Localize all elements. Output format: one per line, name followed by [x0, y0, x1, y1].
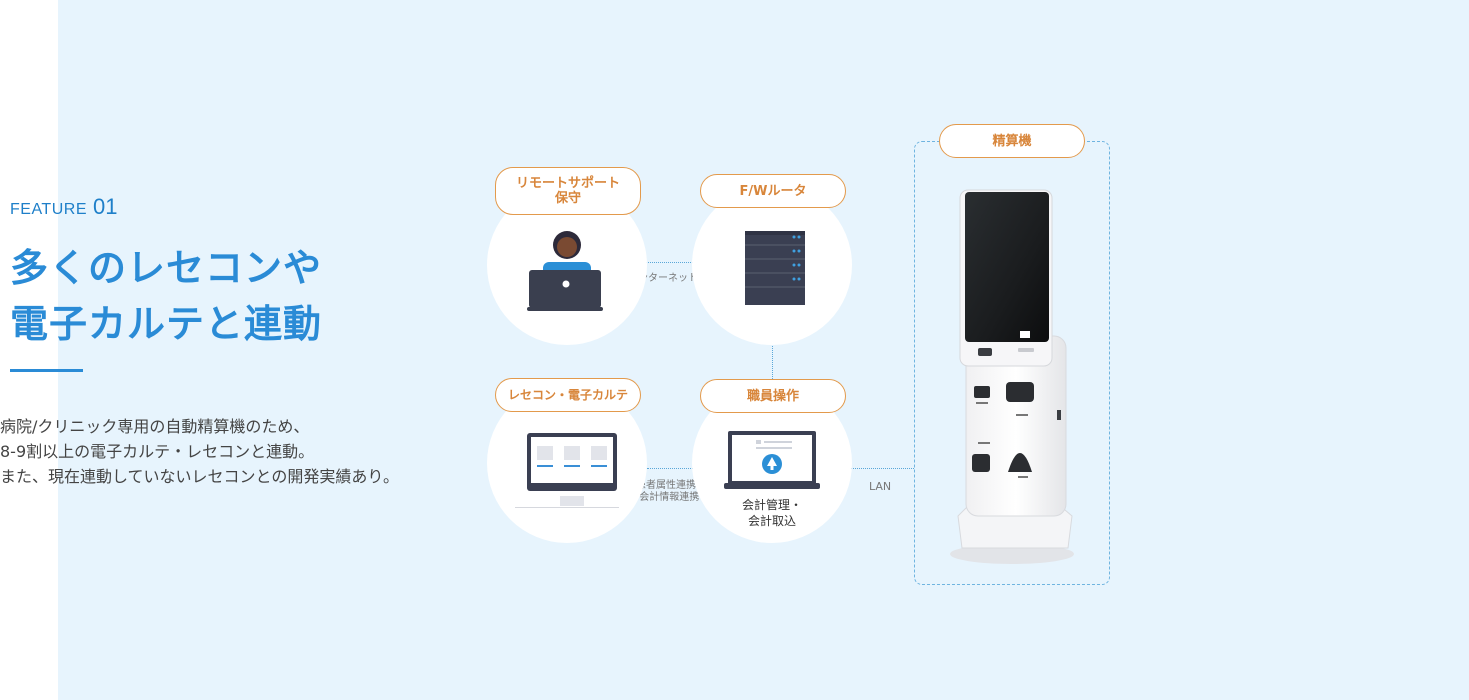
laptop-icon — [728, 431, 816, 485]
page-title: 多くのレセコンや 電子カルテと連動 — [10, 240, 322, 352]
lan-label: LAN — [869, 480, 892, 493]
title-line-2: 電子カルテと連動 — [10, 302, 323, 346]
remote-support-label: リモートサポート 保守 — [495, 167, 641, 215]
patient-link-line-1: 患者属性連携 / — [636, 480, 703, 491]
description-line-1: 病院/クリニック専用の自動精算機のため、 — [0, 417, 310, 436]
laptop-base-icon — [724, 483, 820, 489]
feature-text: FEATURE — [10, 201, 87, 218]
description: 病院/クリニック専用の自動精算機のため、 8-9割以上の電子カルテ・レセコンと連… — [0, 414, 399, 489]
background-shape-lower — [58, 0, 1469, 700]
internet-connector — [645, 262, 695, 263]
ehr-staff-connector — [647, 468, 695, 469]
title-underline — [10, 369, 83, 372]
accounting-caption: 会計管理・ 会計取込 — [732, 497, 812, 529]
router-node — [692, 185, 852, 345]
title-line-1: 多くのレセコンや — [10, 246, 323, 290]
accounting-caption-line-2: 会計取込 — [747, 514, 796, 528]
description-line-2: 8-9割以上の電子カルテ・レセコンと連動。 — [0, 442, 315, 461]
remote-support-line-2: 保守 — [554, 191, 581, 206]
router-staff-connector — [772, 336, 773, 381]
payment-machine-label: 精算機 — [939, 124, 1085, 158]
router-label: F/Wルータ — [700, 174, 846, 208]
payment-kiosk-image — [950, 189, 1074, 564]
accounting-caption-line-1: 会計管理・ — [741, 498, 802, 512]
staff-operation-label: 職員操作 — [700, 379, 846, 413]
server-rack-icon — [745, 231, 805, 305]
description-line-3: また、現在連動していないレセコンとの開発実績あり。 — [0, 467, 400, 486]
staff-operation-node — [692, 383, 852, 543]
patient-link-line-2: 会計情報連携 — [639, 492, 700, 503]
patient-link-label: 患者属性連携 / 会計情報連携 — [636, 480, 703, 504]
remote-support-line-1: リモートサポート — [515, 176, 620, 191]
support-person-icon — [527, 231, 603, 311]
desktop-monitor-icon — [515, 433, 619, 508]
ehr-label: レセコン・電子カルテ — [495, 378, 641, 412]
internet-label: インターネット網 — [628, 273, 708, 284]
feature-number: 01 — [92, 194, 118, 219]
lan-connector — [851, 468, 914, 469]
feature-label: FEATURE 01 — [10, 194, 117, 220]
